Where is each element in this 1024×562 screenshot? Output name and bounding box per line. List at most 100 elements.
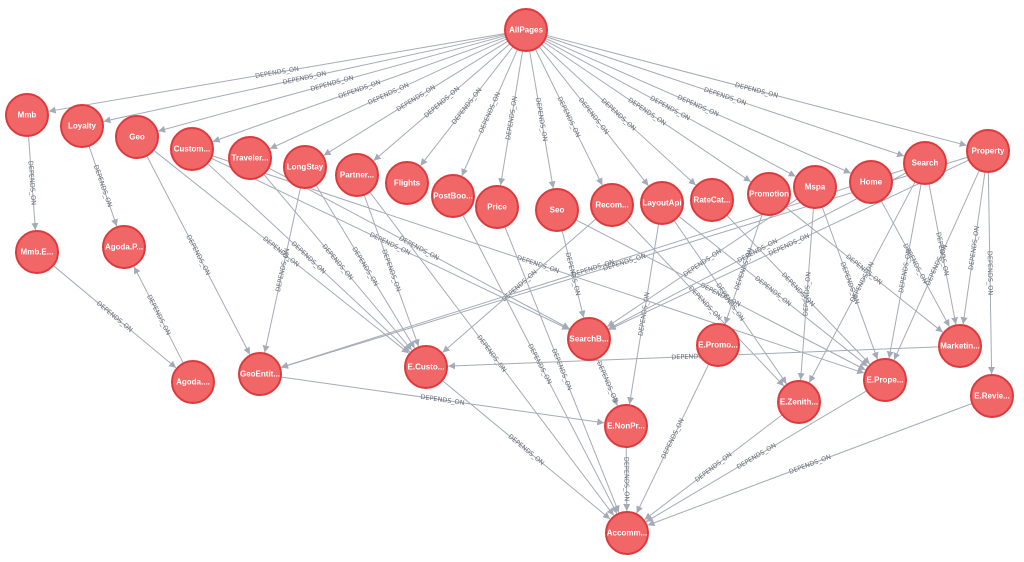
node-circle[interactable] bbox=[475, 185, 519, 229]
node-seo[interactable]: Seo bbox=[535, 188, 579, 232]
edge-postboo-accomm[interactable]: DEPENDS_ON bbox=[462, 214, 618, 514]
node-circle[interactable] bbox=[171, 360, 215, 404]
node-price[interactable]: Price bbox=[475, 185, 519, 229]
node-circle[interactable] bbox=[604, 404, 648, 448]
node-longstay[interactable]: LongStay bbox=[283, 145, 327, 189]
node-recom[interactable]: Recom... bbox=[590, 183, 634, 227]
node-eprope[interactable]: E.Prope... bbox=[863, 358, 907, 402]
edge-line bbox=[596, 358, 618, 406]
node-layoutapi[interactable]: LayoutApi bbox=[640, 181, 684, 225]
node-epromo[interactable]: E.Promo... bbox=[696, 323, 740, 367]
node-geoentit[interactable]: GeoEntit... bbox=[238, 352, 282, 396]
edge-erevie-accomm[interactable]: DEPENDS_ON bbox=[647, 402, 973, 527]
edge-agoda-agodap[interactable]: DEPENDS_ON bbox=[133, 266, 184, 364]
edge-enonpr-accomm[interactable]: DEPENDS_ON bbox=[622, 446, 631, 512]
edge-line bbox=[636, 363, 710, 514]
node-circle[interactable] bbox=[228, 136, 272, 180]
node-circle[interactable] bbox=[60, 104, 104, 148]
node-circle[interactable] bbox=[793, 165, 837, 209]
node-circle[interactable] bbox=[385, 161, 429, 205]
edge-ezenith-accomm[interactable]: DEPENDS_ON bbox=[644, 414, 783, 521]
node-home[interactable]: Home bbox=[849, 160, 893, 204]
node-circle[interactable] bbox=[15, 230, 59, 274]
node-circle[interactable] bbox=[696, 323, 740, 367]
node-loyalty[interactable]: Loyalty bbox=[60, 104, 104, 148]
node-circle[interactable] bbox=[567, 317, 611, 361]
node-mspa[interactable]: Mspa bbox=[793, 165, 837, 209]
edge-property-erevie[interactable]: DEPENDS_ON bbox=[986, 171, 996, 375]
node-erevie[interactable]: E.Revie... bbox=[970, 374, 1014, 418]
node-accomm[interactable]: Accomm... bbox=[605, 511, 649, 555]
node-circle[interactable] bbox=[690, 178, 734, 222]
node-circle[interactable] bbox=[102, 225, 146, 269]
node-circle[interactable] bbox=[938, 324, 982, 368]
edge-mmb-mmbe[interactable]: DEPENDS_ON bbox=[26, 135, 39, 231]
node-circle[interactable] bbox=[849, 160, 893, 204]
node-circle[interactable] bbox=[747, 172, 791, 216]
node-property[interactable]: Property bbox=[966, 129, 1010, 173]
node-circle[interactable] bbox=[404, 345, 448, 389]
node-promotion[interactable]: Promotion bbox=[747, 172, 791, 216]
node-circle[interactable] bbox=[431, 174, 475, 218]
node-circle[interactable] bbox=[335, 153, 379, 197]
edge-geoentit-enonpr[interactable]: DEPENDS_ON bbox=[280, 376, 605, 426]
edge-layoutapi-enonpr[interactable]: DEPENDS_ON bbox=[627, 223, 660, 405]
node-circle[interactable] bbox=[170, 127, 214, 171]
node-circle[interactable] bbox=[970, 374, 1014, 418]
edge-allpages-custom[interactable]: DEPENDS_ON bbox=[212, 36, 507, 143]
edge-allpages-loyalty[interactable]: DEPENDS_ON bbox=[103, 33, 506, 124]
node-partner[interactable]: Partner... bbox=[335, 153, 379, 197]
node-circle[interactable] bbox=[115, 115, 159, 159]
node-agoda[interactable]: Agoda.... bbox=[171, 360, 215, 404]
edge-allpages-price[interactable]: DEPENDS_ON bbox=[498, 50, 524, 186]
node-searchb[interactable]: SearchB... bbox=[567, 317, 611, 361]
node-search[interactable]: Search bbox=[903, 141, 947, 185]
edge-longstay-geoentit[interactable]: DEPENDS_ON bbox=[262, 187, 302, 353]
node-circle[interactable] bbox=[504, 8, 548, 52]
node-circle[interactable] bbox=[238, 352, 282, 396]
node-agodap[interactable]: Agoda.P... bbox=[102, 225, 146, 269]
edge-eprope-accomm[interactable]: DEPENDS_ON bbox=[645, 390, 868, 523]
node-flights[interactable]: Flights bbox=[385, 161, 429, 205]
node-custom[interactable]: Custom... bbox=[170, 127, 214, 171]
node-circle[interactable] bbox=[777, 380, 821, 424]
edge-mspa-ezenith[interactable]: DEPENDS_ON bbox=[797, 207, 814, 381]
node-circle[interactable] bbox=[966, 129, 1010, 173]
node-mmbe[interactable]: Mmb.E... bbox=[15, 230, 59, 274]
node-circle[interactable] bbox=[5, 93, 49, 137]
node-postboo[interactable]: PostBoo... bbox=[431, 174, 475, 218]
node-ecusto[interactable]: E.Custo... bbox=[404, 345, 448, 389]
node-enonpr[interactable]: E.NonPr... bbox=[604, 404, 648, 448]
edge-allpages-layoutapi[interactable]: DEPENDS_ON bbox=[538, 46, 649, 187]
edge-line bbox=[723, 213, 763, 325]
node-circle[interactable] bbox=[283, 145, 327, 189]
node-circle[interactable] bbox=[863, 358, 907, 402]
node-circle[interactable] bbox=[903, 141, 947, 185]
node-traveler[interactable]: Traveler... bbox=[228, 136, 272, 180]
edge-label: DEPENDS_ON bbox=[671, 352, 716, 362]
edge-property-marketin[interactable]: DEPENDS_ON bbox=[960, 171, 986, 325]
node-mmb[interactable]: Mmb bbox=[5, 93, 49, 137]
edge-ecusto-accomm[interactable]: DEPENDS_ON bbox=[441, 379, 611, 520]
edge-searchb-enonpr[interactable]: DEPENDS_ON bbox=[595, 358, 620, 406]
edge-loyalty-agodap[interactable]: DEPENDS_ON bbox=[88, 145, 118, 227]
node-circle[interactable] bbox=[590, 183, 634, 227]
edge-allpages-longstay[interactable]: DEPENDS_ON bbox=[323, 40, 509, 156]
edge-allpages-mmb[interactable]: DEPENDS_ON bbox=[48, 33, 506, 114]
edge-label: DEPENDS_ON bbox=[504, 95, 519, 140]
edge-longstay-ecusto[interactable]: DEPENDS_ON bbox=[315, 184, 416, 349]
edge-custom-ecusto[interactable]: DEPENDS_ON bbox=[207, 162, 411, 353]
node-ratecat[interactable]: RateCat... bbox=[690, 178, 734, 222]
node-circle[interactable] bbox=[605, 511, 649, 555]
edge-allpages-mspa[interactable]: DEPENDS_ON bbox=[544, 39, 796, 177]
node-allpages[interactable]: AllPages bbox=[504, 8, 548, 52]
node-geo[interactable]: Geo bbox=[115, 115, 159, 159]
edge-promotion-epromo[interactable]: DEPENDS_ON bbox=[723, 213, 763, 325]
node-circle[interactable] bbox=[535, 188, 579, 232]
edge-marketin-ecusto[interactable]: DEPENDS_ON bbox=[447, 346, 940, 370]
node-marketin[interactable]: Marketin... bbox=[938, 324, 982, 368]
edge-allpages-seo[interactable]: DEPENDS_ON bbox=[529, 50, 556, 189]
node-circle[interactable] bbox=[640, 181, 684, 225]
node-ezenith[interactable]: E.Zenith... bbox=[777, 380, 821, 424]
